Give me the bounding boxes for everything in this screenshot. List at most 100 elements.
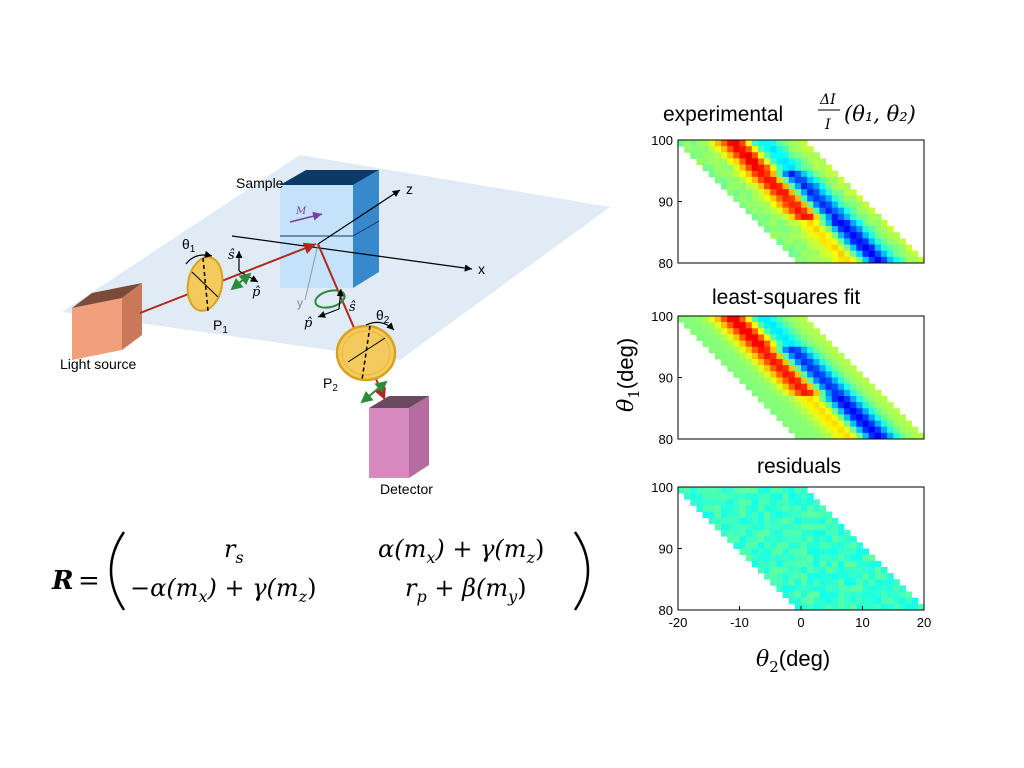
heatmap-cell [887,414,894,421]
heatmap-cell [702,164,710,172]
heatmap-cell [721,530,728,537]
heatmap-cell [801,591,808,599]
y-tick-label: 80 [659,256,673,271]
heatmap-cell [764,365,771,372]
heatmap-cell [727,536,734,543]
heatmap-cell [733,328,740,335]
heatmap-cell [825,573,833,580]
x-tick-label: 10 [855,615,869,630]
heatmap-cell [727,352,734,360]
heatmap-cell [831,352,839,360]
heatmap-cell [807,603,814,611]
heatmap-cell [776,146,783,153]
heatmap-cell [733,346,740,354]
heatmap-cell [794,511,802,519]
heatmap-cell [837,183,845,190]
heatmap-cell [764,328,771,335]
heatmap-cell [874,566,882,574]
heatmap-cell [764,183,771,190]
heatmap-cell [850,219,857,227]
heatmap-cell [887,597,894,605]
heatmap-cell [776,554,783,562]
heatmap-cell [727,140,734,147]
heatmap-cell [788,250,796,258]
heatmap-cell [770,493,777,500]
heatmap-cell [837,201,845,209]
heatmap-cell [757,536,765,543]
heatmap-cell [825,566,833,574]
heatmap-cell [751,213,759,221]
heatmap-cell [788,573,796,580]
heatmap-cell [733,371,740,378]
heatmap-cell [696,334,703,341]
heatmap-cell [788,579,796,586]
heatmap-cell [751,517,759,525]
heatmap-cell [874,219,882,227]
heatmap-cell [801,402,808,409]
heatmap-cell [757,213,765,221]
heatmap-cell [905,250,913,258]
heatmap-cell [856,573,863,580]
panel1-title-args: (θ₁, θ₂) [844,102,916,126]
heatmap-cell [733,530,740,537]
heatmap-cell [807,207,814,215]
heatmap-cell [751,383,759,391]
heatmap-cell [825,346,833,354]
heatmap-cell [856,244,863,252]
heatmap-cell [733,511,740,519]
heatmap-cell [893,597,900,605]
heatmap-cell [757,219,765,227]
heatmap-cell [678,316,685,323]
heatmap-cell [874,395,882,403]
heatmap-cell [788,591,796,599]
heatmap-cell [917,256,925,264]
heatmap-cell [807,322,814,329]
heatmap-cell [782,170,790,178]
heatmap-cell [788,402,796,409]
heatmap-cell [813,523,820,531]
heatmap-cell [807,377,814,385]
heatmap-cell [819,352,826,360]
heatmap-cell [831,256,839,264]
heatmap-cell [782,408,790,415]
heatmap-cell [794,213,802,221]
heatmap-cell [788,517,796,525]
heatmap-cell [905,591,913,599]
heatmap-cell [850,536,857,543]
matrix-element-22: rp + β(my) [405,574,527,606]
heatmap-cell [739,170,747,178]
heatmap-cell [868,250,876,258]
heatmap-cell [776,383,783,391]
heatmap-cell [837,189,845,196]
heatmap-cell [831,554,839,562]
heatmap-cell [788,493,796,500]
heatmap-cell [807,328,814,335]
heatmap-cell [764,389,771,397]
heatmap-cell [862,426,870,434]
heatmap-cell [880,597,888,605]
heatmap-cell [764,207,771,215]
x-tick-label: 20 [917,615,931,630]
heatmap-cell [770,207,777,215]
heatmap-cell [831,189,839,196]
heatmap-cell [844,256,851,264]
heatmap-cell [819,517,826,525]
heatmap-cell [745,328,753,335]
heatmap-cell [868,232,876,239]
sample-label: Sample [236,175,284,191]
heatmap-cell [825,195,833,202]
heatmap-cell [813,219,820,227]
equation-equals: = [78,566,100,596]
heatmap-cell [739,548,747,556]
heatmap-cell [770,523,777,531]
heatmap-cell [813,183,820,190]
heatmap-cell [745,352,753,360]
heatmap-cell [727,164,734,172]
light-source-label: Light source [60,356,136,372]
heatmap-cell [764,213,771,221]
heatmap-cell [776,140,783,147]
heatmap-cell [770,170,777,178]
heatmap-cell [770,566,777,574]
heatmap-cell [684,322,691,329]
heatmap-cell [708,170,716,178]
